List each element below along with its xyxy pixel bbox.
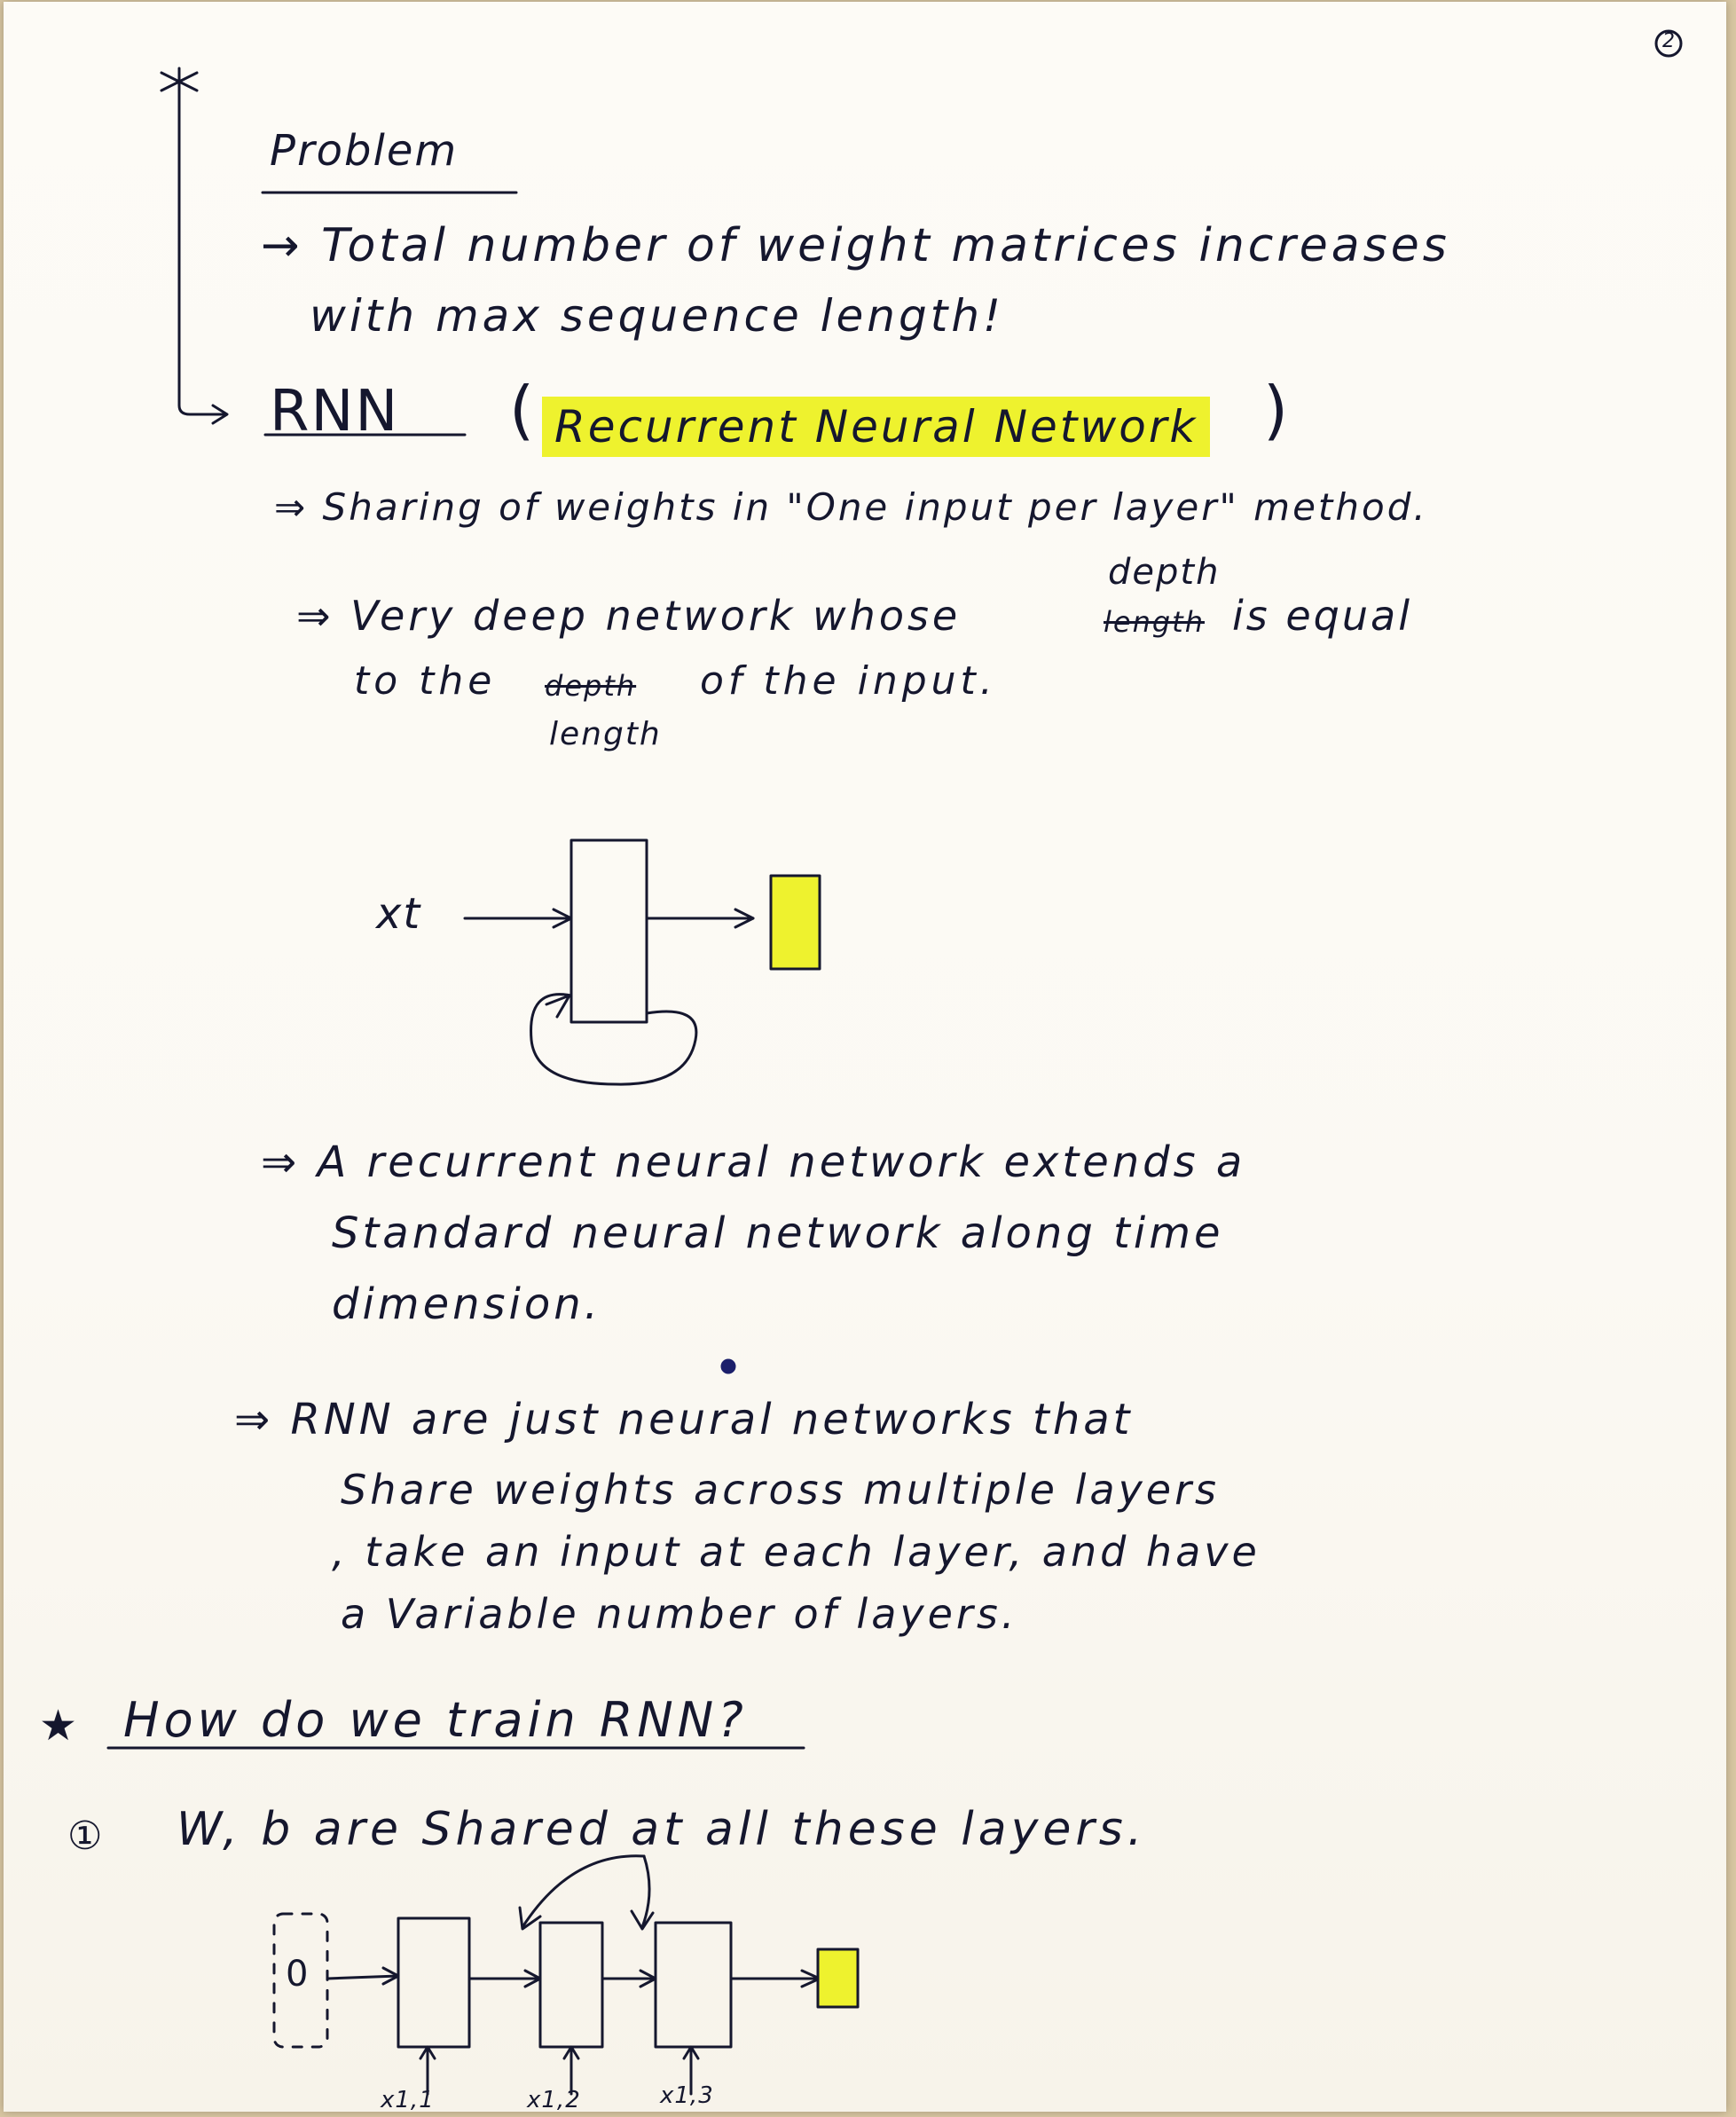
step-1-text: W, b are Shared at all these layers. — [177, 1803, 1147, 1856]
rnn-point-2d: of the input. — [700, 658, 997, 704]
rnn-point-2b: is equal — [1232, 592, 1412, 640]
rnn-open-paren: ( — [509, 373, 537, 447]
star-bracket-icon — [160, 67, 229, 425]
question-star: ★ — [39, 1701, 80, 1751]
rnn-point-2-insert: depth — [1108, 552, 1221, 593]
note-1-line-1: ⇒ A recurrent neural network extends a — [261, 1137, 1246, 1187]
rnn-point-2c-struck: depth — [545, 669, 637, 703]
problem-heading: Problem — [270, 126, 459, 176]
input-label-x12: x1,2 — [527, 2087, 581, 2113]
ink-dot — [720, 1358, 736, 1374]
rnn-point-2-insert-2: length — [549, 716, 662, 752]
rnn-close-paren: ) — [1263, 373, 1291, 447]
input-label-x13: x1,3 — [660, 2082, 714, 2109]
notebook-page: 2 Problem → Total number of weight matri… — [4, 2, 1726, 2113]
rnn-point-2-struck: length — [1104, 605, 1205, 639]
problem-line-2: with max sequence length! — [310, 290, 1005, 342]
rnn-point-1: ⇒ Sharing of weights in "One input per l… — [274, 485, 1428, 529]
rnn-point-2c: to the — [354, 658, 497, 704]
note-2-line-3: , take an input at each layer, and have — [332, 1528, 1261, 1576]
note-2-line-1: ⇒ RNN are just neural networks that — [234, 1395, 1134, 1444]
note-1-line-2: Standard neural network along time — [332, 1208, 1224, 1258]
note-2-line-4: a Variable number of layers. — [341, 1590, 1018, 1638]
initial-state-label: 0 — [286, 1954, 310, 1995]
rnn-acronym: RNN — [270, 379, 400, 445]
note-2-line-2: Share weights across multiple layers — [341, 1466, 1220, 1514]
output-box — [769, 874, 821, 971]
rnn-cell-diagram — [463, 838, 755, 1086]
rnn-point-2a: ⇒ Very deep network whose — [296, 592, 962, 640]
final-output-box — [816, 1948, 860, 2009]
step-marker: ① — [67, 1814, 105, 1859]
ink-drawings — [106, 29, 1683, 2096]
note-1-line-3: dimension. — [332, 1279, 601, 1329]
page-number: 2 — [1662, 30, 1675, 52]
input-label-xt: xt — [376, 889, 422, 939]
question-heading: How do we train RNN? — [123, 1692, 748, 1748]
problem-line-1: → Total number of weight matrices increa… — [261, 219, 1450, 272]
input-label-x11: x1,1 — [381, 2087, 435, 2113]
unrolled-rnn-diagram — [272, 1854, 821, 2096]
page-number-circle — [1654, 29, 1683, 58]
rnn-expansion-highlight: Recurrent Neural Network — [542, 397, 1211, 457]
